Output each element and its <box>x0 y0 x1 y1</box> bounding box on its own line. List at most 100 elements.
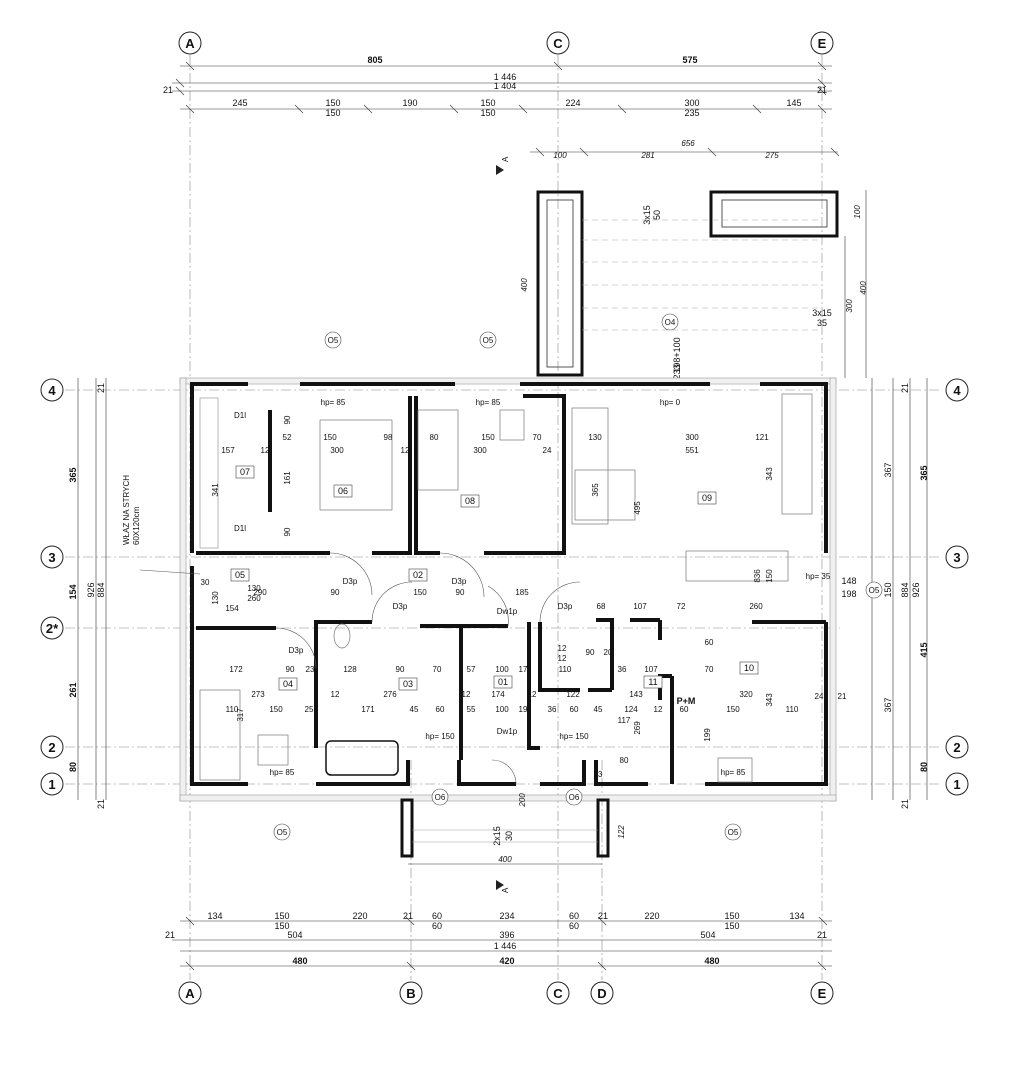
idim-21: 21 <box>838 692 847 701</box>
axis-bottom-a: A <box>185 986 195 1001</box>
room-02: 02 <box>413 570 423 580</box>
window-o4-dim: 198+100 <box>672 337 682 372</box>
dimension-text-bottom: 134 150 220 21 60 234 60 21 220 150 134 … <box>165 911 827 966</box>
dim-bottom-220a: 220 <box>352 911 367 921</box>
dim-bottom-504b: 504 <box>700 930 715 940</box>
idim-90g: 90 <box>586 648 595 657</box>
dimension-lines-bottom <box>172 916 832 971</box>
idim-17a: 17 <box>519 665 528 674</box>
dim-bottom-1446: 1 446 <box>494 941 517 951</box>
room-09: 09 <box>702 493 712 503</box>
axis-bubbles <box>40 31 969 1005</box>
idim-300b: 300 <box>473 446 487 455</box>
attic-size: 60X120cm <box>132 506 141 545</box>
dim-terrace-281: 281 <box>640 151 654 160</box>
idim-121: 121 <box>755 433 769 442</box>
idim-300c: 300 <box>685 433 699 442</box>
window-o6-2: O6 <box>569 793 580 802</box>
axis-left-1: 1 <box>48 777 55 792</box>
idim-55: 55 <box>467 705 476 714</box>
idim-80a: 80 <box>430 433 439 442</box>
idim-100a: 100 <box>495 665 509 674</box>
idim-341: 341 <box>211 483 220 497</box>
dim-right-365: 365 <box>919 465 929 480</box>
wardrobe <box>417 409 459 491</box>
window-o5-4: O5 <box>277 828 288 837</box>
dim-right-198: 198 <box>841 589 856 599</box>
entrance-labels: 2x15 30 400 200 122 <box>492 793 626 864</box>
idim-320: 320 <box>739 690 753 699</box>
stairs-right-label: 3x15 <box>812 308 832 318</box>
dim-bottom-134b: 134 <box>789 911 804 921</box>
idim-23a: 23 <box>306 665 315 674</box>
door-d3p-5: D3p <box>558 602 573 611</box>
dimension-lines-sides <box>77 378 928 800</box>
hp-85-4: hp= 85 <box>721 768 746 777</box>
dim-right-80: 80 <box>919 762 929 772</box>
idim-365: 365 <box>591 483 600 497</box>
dimension-text-right: 367 367 884 926 365 415 80 21 21 148 150… <box>841 383 929 809</box>
attic-leader <box>139 569 201 575</box>
pergola-pillar-right <box>709 190 839 238</box>
idim-150b: 150 <box>481 433 495 442</box>
dim-bottom-edge-left: 21 <box>165 930 175 940</box>
idim-90b: 90 <box>456 588 465 597</box>
entrance-steps <box>400 798 610 865</box>
pergola-pillar-left <box>536 190 584 377</box>
idim-100b: 100 <box>495 705 509 714</box>
axis-bottom-c: C <box>553 986 563 1001</box>
idim-60c: 60 <box>680 705 689 714</box>
window-o5-5: O5 <box>728 828 739 837</box>
sink <box>717 757 753 783</box>
dim-bottom-220b: 220 <box>644 911 659 921</box>
idim-161: 161 <box>283 471 292 485</box>
axis-bottom-b: B <box>406 986 415 1001</box>
window-o4-dim2: 233 <box>672 364 682 379</box>
idim-52: 52 <box>283 433 292 442</box>
hp-85-2: hp= 85 <box>476 398 501 407</box>
door-labels: D1l D1l D3p D3p D3p D3p D3p Dw1p Dw1p P+… <box>234 411 695 736</box>
dim-left-884: 884 <box>96 582 106 597</box>
room-01: 01 <box>498 677 508 687</box>
idim-130b: 130 <box>211 591 220 605</box>
furniture <box>199 393 813 783</box>
dim-bottom-edge-right: 21 <box>817 930 827 940</box>
dim-bottom-150c: 150 <box>274 921 289 931</box>
idim-80b: 80 <box>620 756 629 765</box>
idim-90c: 90 <box>286 665 295 674</box>
section-label-bottom: A <box>501 887 510 893</box>
stairs-bottom-label2: 30 <box>504 831 514 841</box>
idim-110b: 110 <box>226 705 239 714</box>
dim-bottom-21a: 21 <box>403 911 413 921</box>
dim-top-145: 145 <box>786 98 801 108</box>
terrace-dim-400-left: 400 <box>520 278 529 292</box>
dim-terrace-100: 100 <box>553 151 567 160</box>
idim-90a: 90 <box>331 588 340 597</box>
dim-bottom-60a: 60 <box>432 911 442 921</box>
room-07: 07 <box>240 467 250 477</box>
axis-left-3: 3 <box>48 550 55 565</box>
attic-label: WŁAZ NA STRYCH <box>122 475 131 545</box>
idim-98: 98 <box>384 433 393 442</box>
door-d1l-2: D1l <box>234 524 246 533</box>
idim-45a: 45 <box>410 705 419 714</box>
stairs-top-label: 3x15 <box>642 205 652 225</box>
dim-bottom-150d: 150 <box>724 921 739 931</box>
idim-90f: 90 <box>283 527 292 536</box>
dim-bottom-234: 234 <box>499 911 514 921</box>
idim-12c: 12 <box>331 690 340 699</box>
section-arrow-top <box>496 165 504 175</box>
room-08: 08 <box>465 496 475 506</box>
idim-19: 19 <box>519 705 528 714</box>
idim-12e: 12 <box>528 690 537 699</box>
door-d3p-4: D3p <box>289 646 304 655</box>
idim-122: 122 <box>566 690 580 699</box>
idim-343a: 343 <box>765 467 774 481</box>
dim-top-575: 575 <box>682 55 697 65</box>
attic-hatch-area <box>199 397 219 549</box>
idim-24b: 24 <box>815 692 824 701</box>
idim-124: 124 <box>624 705 638 714</box>
idim-171: 171 <box>361 705 375 714</box>
window-markers <box>273 313 883 841</box>
